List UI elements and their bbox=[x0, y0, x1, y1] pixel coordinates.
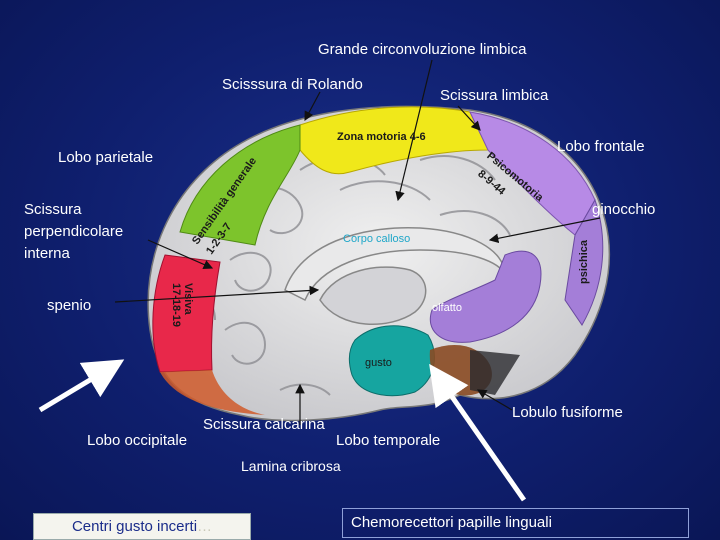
gusto-label: gusto bbox=[365, 357, 392, 369]
motor-zone bbox=[299, 106, 489, 175]
ventral-shadow bbox=[470, 350, 520, 395]
gusto-zone bbox=[348, 325, 435, 397]
olfactory-zone bbox=[429, 250, 542, 343]
label-ginocchio: ginocchio bbox=[592, 201, 656, 218]
chemoreceptors-box: Chemorecettori papille linguali bbox=[342, 508, 689, 538]
white-arrow-left bbox=[38, 359, 125, 413]
label-spenio: spenio bbox=[47, 297, 92, 314]
occipital-edge bbox=[160, 370, 265, 415]
psychic-label: psichica bbox=[578, 239, 590, 284]
psychic-zone bbox=[564, 198, 604, 326]
label-grande-circonvoluzione: Grande circonvoluzione limbica bbox=[318, 41, 527, 58]
label-scissura-calcarina: Scissura calcarina bbox=[203, 416, 325, 433]
label-lobulo-fusiforme: Lobulo fusiforme bbox=[512, 404, 623, 421]
label-scissura-perp-2: perpendicolare bbox=[24, 223, 124, 240]
olfactory-label: olfatto bbox=[432, 302, 462, 314]
label-lobo-parietale: Lobo parietale bbox=[58, 149, 154, 166]
visual-label: Visiva bbox=[182, 283, 194, 315]
label-scissura-rolando: Scisssura di Rolando bbox=[222, 76, 363, 93]
label-scissura-perp-3: interna bbox=[24, 245, 70, 262]
label-lobo-temporale: Lobo temporale bbox=[336, 432, 441, 449]
white-arrow-right bbox=[429, 363, 527, 502]
corpus-callosum-label: Corpo calloso bbox=[343, 233, 411, 245]
label-scissura-limbica: Scissura limbica bbox=[440, 87, 549, 104]
gusto-uncertain-box: Centri gusto incerti… bbox=[33, 513, 251, 540]
thalamus bbox=[319, 266, 427, 326]
visual-code: 17-18-19 bbox=[170, 283, 182, 328]
sensory-zone bbox=[179, 124, 301, 246]
gusto-uncertain-ellipsis: … bbox=[197, 518, 213, 535]
gusto-uncertain-text: Centri gusto incerti bbox=[71, 518, 198, 535]
label-lamina-cribrosa: Lamina cribrosa bbox=[241, 458, 341, 474]
chemoreceptors-text: Chemorecettori papille linguali bbox=[351, 514, 552, 531]
motor-zone-label: Zona motoria 4-6 bbox=[337, 131, 426, 143]
label-lobo-occipitale: Lobo occipitale bbox=[87, 432, 188, 449]
pointer-lines bbox=[114, 59, 601, 425]
label-scissura-perp-1: Scissura bbox=[24, 201, 82, 218]
label-lobo-frontale: Lobo frontale bbox=[557, 138, 645, 155]
